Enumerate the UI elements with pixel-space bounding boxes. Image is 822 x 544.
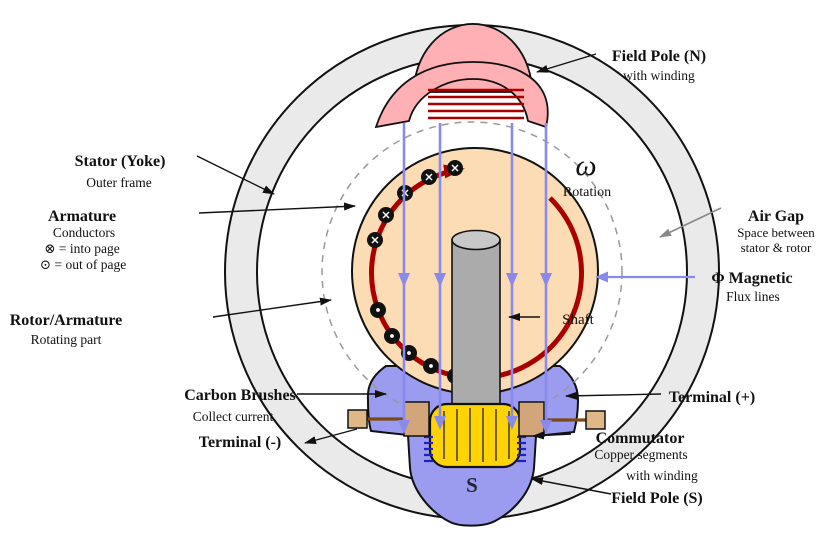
rotor-label: Rotor/Armature bbox=[10, 312, 123, 329]
commutator-sublabel: Copper segments bbox=[594, 447, 687, 462]
armature-conductors-label: Conductors bbox=[53, 225, 115, 240]
shaft-label: Shaft bbox=[562, 312, 594, 328]
commutator-label: Commutator bbox=[596, 430, 685, 447]
terminal-minus-label: Terminal (-) bbox=[199, 434, 282, 451]
terminal-plus-pointer bbox=[565, 391, 662, 400]
terminal-minus-pointer bbox=[304, 428, 358, 445]
field-pole-n-label: Field Pole (N) bbox=[612, 48, 706, 65]
field-pole-s-sublabel: with winding bbox=[626, 468, 698, 483]
rotation-label: Rotation bbox=[563, 185, 611, 200]
air-gap-subline1: Space between bbox=[737, 225, 815, 240]
flux-arrowheads bbox=[398, 273, 552, 434]
n-pole-winding bbox=[428, 88, 524, 120]
pointer-arrows bbox=[196, 53, 662, 495]
stator-label: Stator (Yoke) bbox=[75, 153, 166, 170]
air-gap-pointer bbox=[659, 207, 722, 238]
magnetic-flux-label: Φ Magnetic bbox=[711, 270, 792, 287]
field-pole-n-pointer bbox=[536, 53, 597, 73]
carbon-brushes-sublabel: Collect current bbox=[193, 409, 274, 424]
stator-ring bbox=[223, 24, 721, 520]
flux-pointer-head bbox=[595, 271, 608, 283]
s-pole-winding bbox=[424, 435, 526, 463]
south-pole-letter: S bbox=[466, 473, 478, 497]
carbon-brushes-label: Carbon Brushes bbox=[184, 387, 296, 404]
shaft bbox=[451, 239, 501, 409]
rotor-sublabel: Rotating part bbox=[31, 332, 102, 347]
omega-symbol: ω bbox=[575, 149, 596, 182]
carbon-brush-right bbox=[518, 401, 545, 437]
shaft-top bbox=[451, 229, 501, 251]
stator-pointer bbox=[196, 155, 275, 195]
field-pole-s-label: Field Pole (S) bbox=[611, 490, 703, 507]
terminal-right bbox=[585, 410, 606, 430]
air-gap-label: Air Gap bbox=[748, 208, 804, 225]
field-pole-n-sublabel: with winding bbox=[623, 68, 695, 83]
rotor-pointer bbox=[212, 297, 332, 318]
magnetic-flux-sublabel: Flux lines bbox=[726, 289, 780, 304]
terminal-plus-label: Terminal (+) bbox=[669, 389, 755, 406]
terminal-left bbox=[347, 409, 368, 429]
field-pole-s-pointer bbox=[531, 477, 612, 495]
armature-label: Armature bbox=[48, 208, 116, 225]
commutator-pointer bbox=[532, 431, 572, 440]
carbon-brush-left bbox=[403, 401, 430, 437]
out-of-page-legend: ⊙ = out of page bbox=[40, 257, 126, 272]
into-page-legend: ⊗ = into page bbox=[44, 241, 120, 256]
stator-sublabel: Outer frame bbox=[86, 175, 152, 190]
air-gap-subline2: stator & rotor bbox=[741, 240, 812, 255]
armature-pointer bbox=[198, 202, 356, 214]
